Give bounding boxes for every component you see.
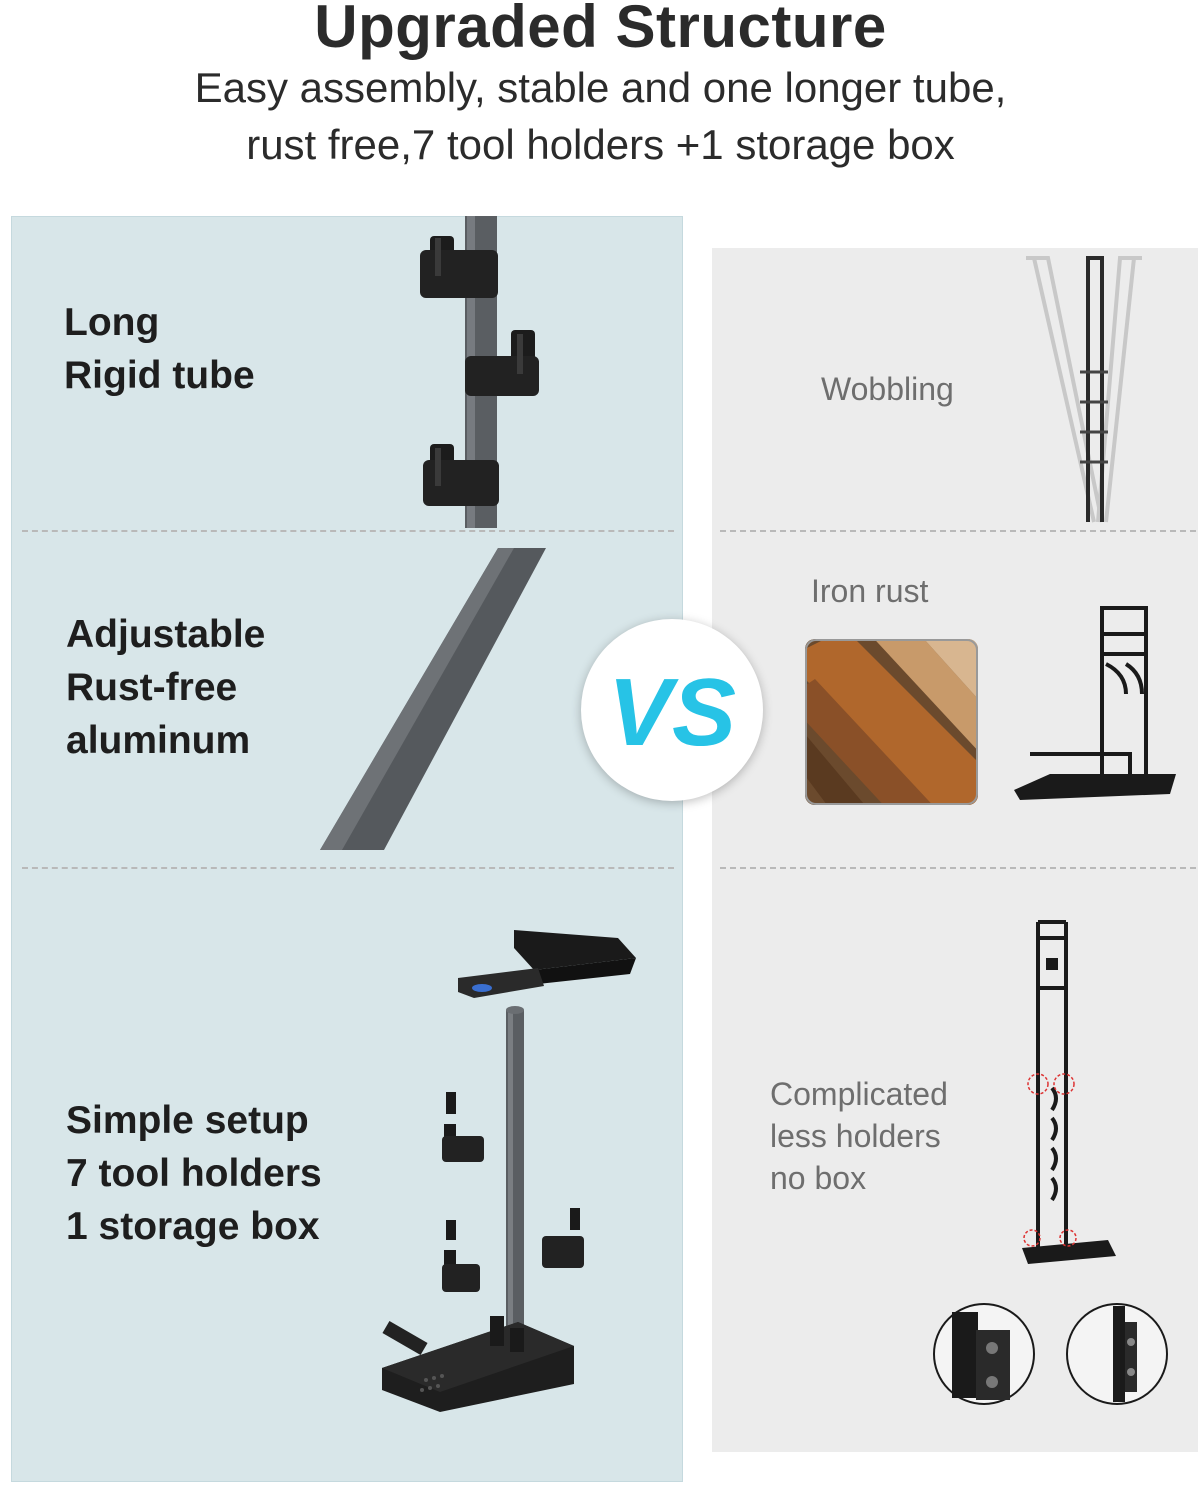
con-iron-rust: Iron rust: [811, 573, 929, 609]
con-wobbling: Wobbling: [821, 371, 954, 407]
exploded-stand-illustration: [382, 930, 636, 1412]
con-line: less holders: [770, 1118, 941, 1154]
subtitle-line-1: Easy assembly, stable and one longer tub…: [194, 64, 1007, 111]
feature-line: Rust-free: [66, 666, 238, 709]
section-divider: [22, 530, 674, 532]
feature-long-rigid-tube: Long Rigid tube: [64, 296, 255, 402]
feature-line: Adjustable: [66, 613, 266, 656]
section-divider: [720, 530, 1196, 532]
subtitle-line-2: rust free,7 tool holders +1 storage box: [246, 121, 955, 168]
feature-adjustable-aluminum: Adjustable Rust-free aluminum: [66, 608, 265, 767]
feature-simple-setup: Simple setup 7 tool holders 1 storage bo…: [66, 1094, 322, 1253]
con-complicated: Complicated less holders no box: [770, 1073, 948, 1199]
iron-stand-illustration: [1014, 606, 1176, 800]
feature-line: 7 tool holders: [66, 1152, 322, 1195]
feature-line: 1 storage box: [66, 1205, 320, 1248]
other-products-panel: [712, 248, 1198, 1452]
competitor-stand-illustration: [1022, 920, 1116, 1264]
feature-line: Simple setup: [66, 1099, 309, 1142]
con-line: Complicated: [770, 1076, 948, 1112]
feature-line: aluminum: [66, 719, 251, 762]
section-divider: [720, 867, 1196, 869]
vs-text: VS: [608, 659, 736, 766]
vs-icon: VS: [608, 659, 736, 766]
screw-joint-closeup: [933, 1303, 1035, 1405]
con-line: no box: [770, 1160, 867, 1196]
vs-badge: VS: [581, 619, 763, 801]
feature-line: Long: [64, 301, 160, 344]
tube-with-holders-illustration: [420, 216, 539, 528]
wobbling-stand-illustration: [1026, 256, 1142, 523]
feature-line: Rigid tube: [64, 354, 255, 397]
rusty-pipes-photo: [805, 639, 978, 805]
page-title: Upgraded Structure: [314, 0, 887, 60]
screw-joint-closeup: [1066, 1303, 1168, 1405]
section-divider: [22, 867, 674, 869]
aluminum-tube-illustration: [320, 548, 546, 850]
